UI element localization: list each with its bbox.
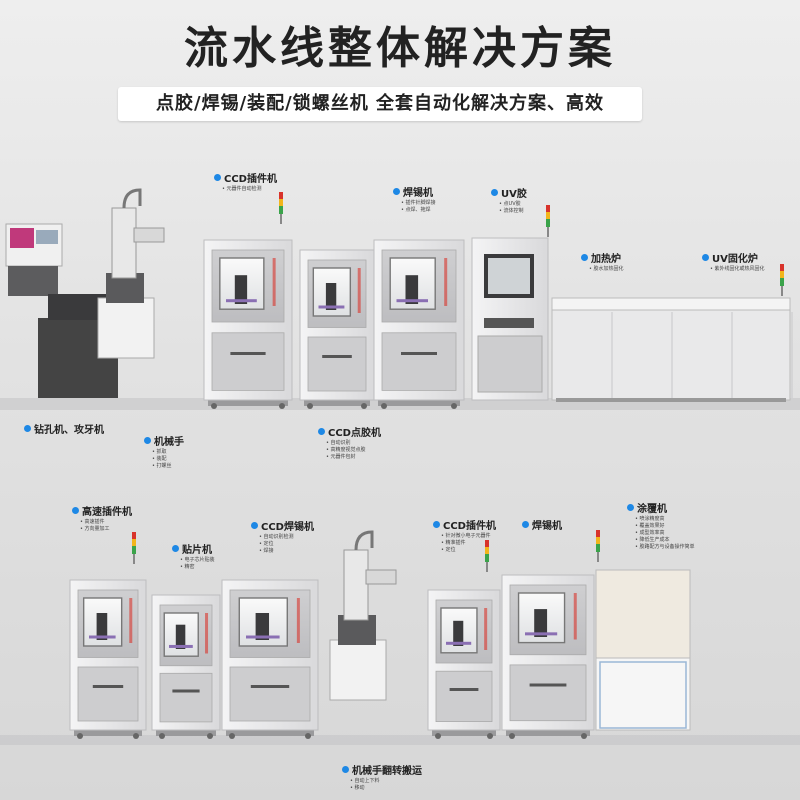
signal-tower-icon	[132, 532, 136, 564]
label-ccd-glue: CCD点胶机 自动识别高精度视觉点胶元器件包封	[318, 424, 381, 461]
label-uv-glue: UV胶 点UV胶流体控制	[491, 185, 527, 215]
label-smt: 贴片机 电子芯片贴装精密	[172, 541, 215, 571]
marker-dot	[491, 189, 498, 196]
marker-dot	[318, 428, 325, 435]
marker-dot	[433, 521, 440, 528]
label-hs-insert: 高速插件机 高速插件方向量加工	[72, 503, 132, 533]
drill-tapping-machine	[5, 223, 118, 398]
uv-glue-machine	[471, 237, 549, 401]
marker-dot	[72, 507, 79, 514]
marker-dot	[702, 254, 709, 261]
ccd-solder-machine	[221, 579, 319, 739]
marker-dot	[172, 545, 179, 552]
marker-dot	[251, 522, 258, 529]
high-speed-insert-machine	[69, 579, 147, 739]
label-solder-2: 焊锡机	[522, 517, 562, 532]
label-ccd-solder: CCD焊锡机 自动识别检测定位焊接	[251, 518, 314, 555]
label-ccd-insert-1: CCD插件机 元器件自动检测	[214, 170, 277, 193]
smt-placement-machine	[151, 594, 221, 739]
marker-dot	[627, 504, 634, 511]
marker-dot	[24, 425, 31, 432]
page-title: 流水线整体解决方案	[184, 23, 616, 74]
label-coating: 涂覆机 喷涂精度高覆盖效果好成型效率高降低生产成本胶路配方与设备操作简单	[627, 500, 695, 551]
robot-arm-1	[97, 188, 165, 359]
marker-dot	[581, 254, 588, 261]
signal-tower-icon	[596, 530, 600, 562]
ccd-glue-machine	[299, 249, 375, 409]
page-subtitle: 点胶/焊锡/装配/锁螺丝机 全套自动化解决方案、高效	[118, 87, 642, 121]
ccd-insert-machine-2	[427, 589, 501, 739]
coating-machine	[595, 569, 691, 731]
robot-flip-transfer	[329, 530, 397, 701]
solder-machine-1	[373, 239, 465, 409]
marker-dot	[144, 437, 151, 444]
signal-tower-icon	[279, 192, 283, 224]
label-drill: 钻孔机、攻牙机	[24, 421, 104, 436]
label-robot-1: 机械手 抓取装配打螺丝	[144, 433, 184, 470]
label-robot-flip: 机械手翻转搬运 自动上下料移动	[342, 762, 422, 792]
ccd-insert-machine-1	[203, 239, 293, 409]
solder-machine-2	[501, 574, 595, 739]
marker-dot	[342, 766, 349, 773]
label-uv-cure: UV固化炉 紫外线固化或热风固化	[702, 250, 765, 273]
signal-tower-icon	[546, 205, 550, 237]
signal-tower-icon	[780, 264, 784, 296]
heat-oven-and-uv-cure	[551, 297, 793, 402]
label-solder-1: 焊锡机 插件针脚焊接点焊、拖焊	[393, 184, 436, 214]
label-heat-oven: 加热炉 胶水加热固化	[581, 250, 624, 273]
marker-dot	[522, 521, 529, 528]
marker-dot	[214, 174, 221, 181]
marker-dot	[393, 188, 400, 195]
label-ccd-insert-2: CCD插件机 针对微小电子元器件精准插件定位	[433, 517, 496, 554]
